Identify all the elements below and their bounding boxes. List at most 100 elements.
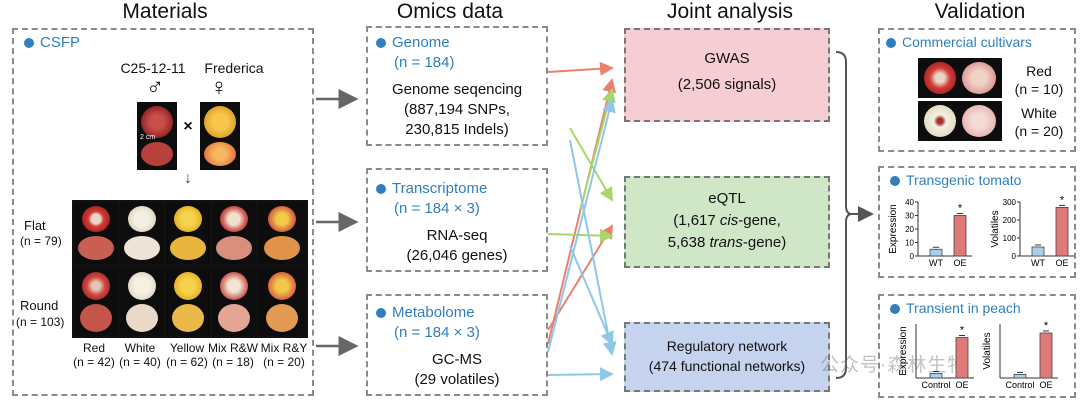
gwas-title: GWAS xyxy=(704,50,750,67)
bar-oe xyxy=(1055,206,1069,257)
genome-box xyxy=(366,26,548,146)
bar-oe xyxy=(953,215,967,257)
eqtl-trans-suffix: -gene) xyxy=(742,234,787,251)
scale-label: 2 cm xyxy=(140,134,156,141)
bar-wt xyxy=(929,248,943,257)
metabolome-title-text: Metabolome xyxy=(392,304,475,321)
eqtl-title: eQTL xyxy=(708,190,746,207)
genome-line3: 230,815 Indels) xyxy=(405,121,509,138)
white-name: White xyxy=(1021,105,1057,121)
significance-star: * xyxy=(960,325,965,337)
eqtl-trans-label: trans xyxy=(709,234,743,251)
round-mixrw-photo xyxy=(212,268,256,336)
commercial-title-text: Commercial cultivars xyxy=(902,34,1032,50)
transcriptome-count: (n = 184 × 3) xyxy=(394,200,480,217)
eqtl-cis-suffix: -gene, xyxy=(738,212,781,229)
x-tick-label: Control xyxy=(921,380,950,390)
flat-count: (n = 79) xyxy=(20,234,62,248)
parent-male-photo: 2 cm xyxy=(137,102,177,170)
y-tick-label: 20 xyxy=(905,225,914,234)
metabolome-detail: GC-MS (29 volatiles) xyxy=(366,350,548,390)
bar-oe xyxy=(955,337,969,379)
x-tick-label: WT xyxy=(1031,258,1045,268)
category-red: Red(n = 42) xyxy=(70,341,118,369)
parent-male-label: C25-12-11 xyxy=(120,60,186,76)
genome-detail: Genome seqencing (887,194 SNPs, 230,815 … xyxy=(366,80,548,140)
gwas-detail: (2,506 signals) xyxy=(677,76,777,93)
flat-red-photo xyxy=(74,202,118,264)
category-name: White xyxy=(124,341,156,355)
eqtl-detail1: (1,617 cis-gene, xyxy=(624,210,830,232)
category-name: Red xyxy=(82,341,105,355)
network-title: Regulatory network xyxy=(666,338,788,354)
eqtl-box xyxy=(624,176,830,268)
metabolome-title: Metabolome xyxy=(376,304,475,321)
flat-mixrw-photo xyxy=(212,202,256,264)
transcriptome-title: Transcriptome xyxy=(376,180,487,197)
round-label: Round xyxy=(20,298,59,313)
fruit-image xyxy=(141,106,173,138)
fruit-image xyxy=(204,106,236,138)
round-mixry-photo xyxy=(258,268,306,336)
female-icon: ♀ xyxy=(210,74,228,101)
metabolome-line1: GC-MS xyxy=(432,351,482,368)
category-count: (n = 20) xyxy=(263,355,305,369)
gwas-text: GWAS (2,506 signals) xyxy=(624,46,830,98)
transcriptome-line2: (26,046 genes) xyxy=(406,247,508,264)
category-name: Mix R&W xyxy=(208,341,258,355)
metabolome-line2: (29 volatiles) xyxy=(414,371,500,388)
parent-female-label: Frederica xyxy=(204,60,264,76)
metabolome-count: (n = 184 × 3) xyxy=(394,324,480,341)
genome-line1: Genome seqencing xyxy=(391,81,523,98)
bullet-icon xyxy=(376,184,386,195)
eqtl-cis-count: (1,617 xyxy=(673,212,720,229)
validation-bracket xyxy=(835,51,874,379)
fruit-image xyxy=(204,142,236,166)
tomato-title-text: Transgenic tomato xyxy=(906,172,1022,188)
y-tick-label: 0 xyxy=(910,252,915,261)
commercial-title: Commercial cultivars xyxy=(886,34,1032,50)
commercial-white-label: White (n = 20) xyxy=(1004,104,1074,140)
x-tick-label: WT xyxy=(929,258,943,268)
bar-wt xyxy=(1031,246,1045,257)
category-name: Yellow xyxy=(169,341,205,355)
materials-panel xyxy=(12,28,314,396)
flat-white-photo xyxy=(120,202,164,264)
genome-line2: (887,194 SNPs, xyxy=(404,101,510,118)
peach-box xyxy=(878,294,1076,398)
y-tick-label: 10 xyxy=(905,239,914,248)
network-detail: (474 functional networks) xyxy=(648,358,806,374)
eqtl-detail2: 5,638 trans-gene) xyxy=(624,232,830,254)
bullet-icon xyxy=(890,176,900,187)
y-tick-label: 100 xyxy=(1003,234,1017,243)
fruit-image xyxy=(141,142,173,166)
bullet-icon xyxy=(376,308,386,319)
y-tick-label: 300 xyxy=(1003,198,1017,207)
x-tick-label: OE xyxy=(955,380,968,390)
commercial-red-label: Red (n = 10) xyxy=(1004,62,1074,98)
transcriptome-line1: RNA-seq xyxy=(426,227,488,244)
cross-icon: × xyxy=(183,118,193,135)
transcriptome-title-text: Transcriptome xyxy=(392,180,488,197)
y-axis-label: Volatiles xyxy=(990,210,1001,247)
genome-count: (n = 184) xyxy=(394,54,455,71)
y-tick-label: 40 xyxy=(905,198,914,207)
x-tick-label: OE xyxy=(1055,258,1068,268)
csfp-text: CSFP xyxy=(40,34,81,51)
significance-star: * xyxy=(1060,194,1065,206)
category-count: (n = 40) xyxy=(119,355,161,369)
male-icon: ♂ xyxy=(146,74,164,101)
gwas-box xyxy=(624,28,830,122)
csfp-label: CSFP xyxy=(24,34,80,51)
commercial-red-photo xyxy=(918,58,1002,98)
category-count: (n = 42) xyxy=(73,355,115,369)
red-count: (n = 10) xyxy=(1014,81,1064,97)
category-count: (n = 18) xyxy=(212,355,254,369)
category-mixry: Mix R&Y(n = 20) xyxy=(256,341,312,369)
flat-yellow-photo xyxy=(166,202,210,264)
tomato-title: Transgenic tomato xyxy=(890,172,1021,188)
peach-title-text: Transient in peach xyxy=(906,300,1021,316)
materials-to-omics-arrows xyxy=(316,89,359,356)
metabolome-arrows xyxy=(547,98,617,382)
